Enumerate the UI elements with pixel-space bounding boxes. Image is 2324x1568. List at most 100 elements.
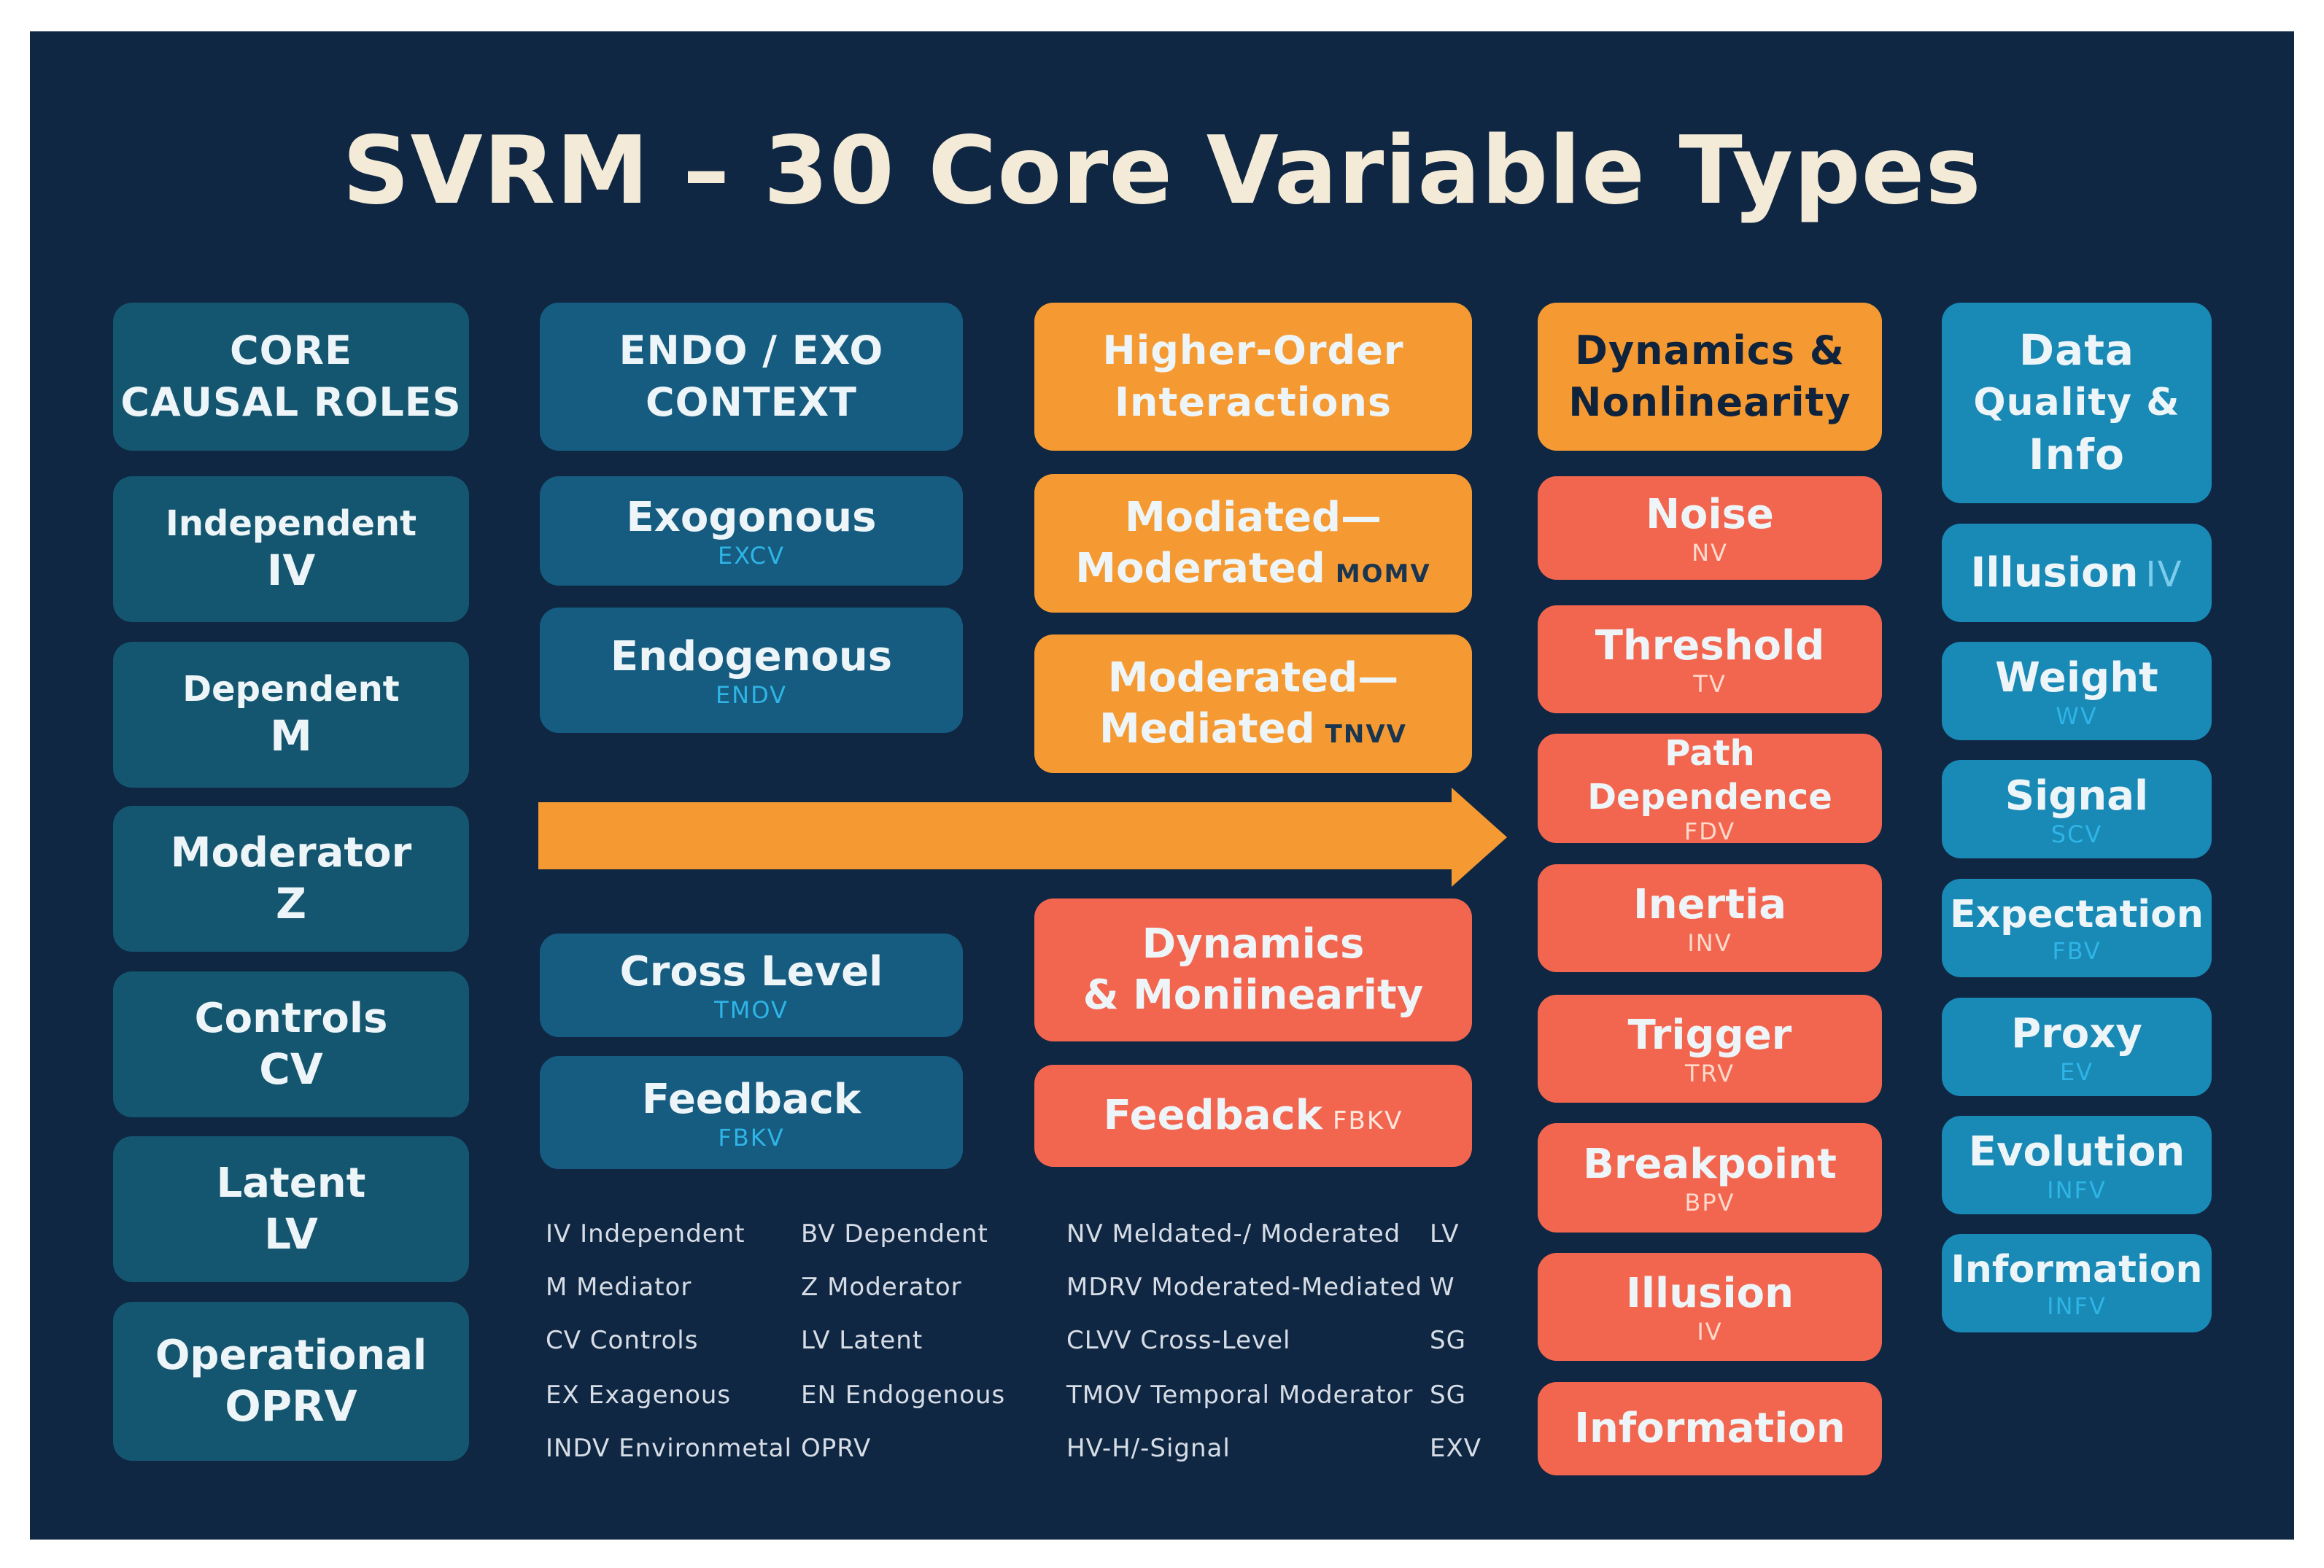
var-dependent: Dependent M [113,642,469,788]
legend-entry: EN Endogenous [801,1381,1006,1410]
header-line: Dynamics & [1575,327,1845,374]
var-expectation: Expectation FBV [1942,879,2212,977]
page-title: SVRM – 30 Core Variable Types [342,117,1982,225]
var-abbr: INFV [2047,1292,2107,1321]
legend-entry: LV Latent [801,1326,923,1355]
var-illusion-dynamics: Illusion IV [1538,1253,1882,1361]
var-name: Illusion [1626,1270,1794,1318]
var-trigger: Trigger TRV [1538,995,1882,1103]
var-name: Noise [1646,491,1774,539]
var-threshold: Threshold TV [1538,605,1882,713]
var-abbr: OPRV [225,1381,357,1432]
legend-entry: W [1430,1273,1455,1302]
var-line: Mediated [1099,705,1315,753]
legend-entry: OPRV [801,1434,872,1463]
var-cross-level: Cross Level TMOV [540,934,963,1037]
var-name: Inertia [1632,881,1787,929]
legend-entry: NV Meldated-/ Moderated [1066,1219,1401,1249]
var-mediated-moderated: Modiated— Moderated MOMV [1034,474,1472,613]
var-abbr: LV [264,1209,318,1260]
var-abbr: IV [1697,1318,1723,1346]
legend-entry: Z Moderator [801,1273,962,1302]
var-inertia: Inertia INV [1538,864,1882,972]
var-abbr: MOMV [1335,559,1431,589]
var-name: Path Dependence [1587,733,1832,818]
var-moderator: Moderator Z [113,806,469,952]
var-name: Proxy [2011,1009,2142,1057]
header-line: Info [2029,430,2125,480]
var-line-with-abbr: Mediated TNVV [1099,704,1407,755]
var-name: Exogonous [626,494,877,542]
var-abbr: EXCV [717,542,786,570]
higher-order-interactions-header: Higher-Order Interactions [1034,303,1472,451]
var-name: Threshold [1595,622,1825,670]
var-operational: Operational OPRV [113,1302,469,1461]
var-abbr: FBKV [1332,1106,1403,1136]
var-line: Dynamics [1142,920,1365,968]
var-name: Expectation [1950,893,2204,937]
var-abbr: TRV [1685,1060,1735,1088]
var-line: Moderated— [1107,654,1399,702]
var-controls: Controls CV [113,971,469,1117]
var-abbr: IV [2145,554,2183,595]
var-abbr: WV [2056,702,2098,730]
header-line: CAUSAL ROLES [120,379,462,425]
var-breakpoint: Breakpoint BPV [1538,1123,1882,1233]
var-abbr: FDV [1684,818,1736,846]
var-proxy: Proxy EV [1942,998,2212,1096]
var-name: Endogenous [610,633,893,681]
var-abbr: CV [259,1044,323,1095]
var-name: Information [1951,1248,2203,1292]
var-line: Moderated [1075,545,1325,592]
legend-entry: CLVV Cross-Level [1066,1326,1291,1355]
header-line: ENDO / EXO [619,327,884,374]
header-line: Quality & [1973,380,2180,424]
legend-entry: BV Dependent [801,1219,988,1249]
var-abbr: TMOV [714,996,789,1025]
var-abbr: INFV [2047,1176,2107,1204]
var-line: & Moniinearity [1082,971,1424,1019]
var-name: Signal [2005,772,2149,820]
var-name: Independent [165,503,417,545]
data-quality-info-header: Data Quality & Info [1942,303,2212,503]
var-line: Modiated— [1124,494,1382,541]
var-name: Illusion [1970,548,2139,597]
var-name: Breakpoint [1583,1141,1837,1189]
var-name: Latent [216,1160,366,1208]
var-latent: Latent LV [113,1136,469,1282]
var-abbr: TNVV [1325,720,1407,749]
legend-entry: SG [1430,1326,1466,1355]
legend-entry: HV-H/-Signal [1066,1434,1231,1463]
var-name: Feedback [641,1075,861,1123]
var-abbr: IV [266,546,316,596]
legend-entry: EXV [1430,1434,1482,1463]
var-exogonous: Exogonous EXCV [540,476,963,586]
var-abbr: EV [2059,1057,2094,1086]
var-name: Controls [194,995,388,1043]
legend-entry: MDRV Moderated-Mediated [1066,1273,1422,1302]
header-line: Higher-Order [1102,327,1404,374]
var-evolution: Evolution INFV [1942,1116,2212,1214]
var-independent: Independent IV [113,476,469,622]
var-endogenous: Endogenous ENDV [540,608,963,733]
dynamics-nonlinearity-header: Dynamics & Nonlinearity [1538,303,1882,451]
var-abbr: Z [275,879,307,929]
legend-entry: EX Exagenous [546,1381,732,1410]
legend-entry: M Mediator [546,1273,692,1302]
var-name: Information [1574,1405,1845,1452]
legend-entry: TMOV Temporal Moderator [1066,1381,1414,1410]
var-abbr: M [270,711,312,761]
legend-entry: SG [1430,1381,1466,1410]
var-path-dependence: Path Dependence FDV [1538,733,1882,846]
header-line: CORE [229,327,352,374]
legend-entry: INDV Environmetal [546,1434,792,1463]
var-name: Cross Level [619,948,883,996]
var-abbr: FBV [2052,937,2102,966]
endo-exo-context-header: ENDO / EXO CONTEXT [540,303,963,451]
var-abbr: NV [1692,539,1728,567]
var-information-dynamics: Information [1538,1382,1882,1475]
var-abbr: BPV [1684,1189,1735,1217]
